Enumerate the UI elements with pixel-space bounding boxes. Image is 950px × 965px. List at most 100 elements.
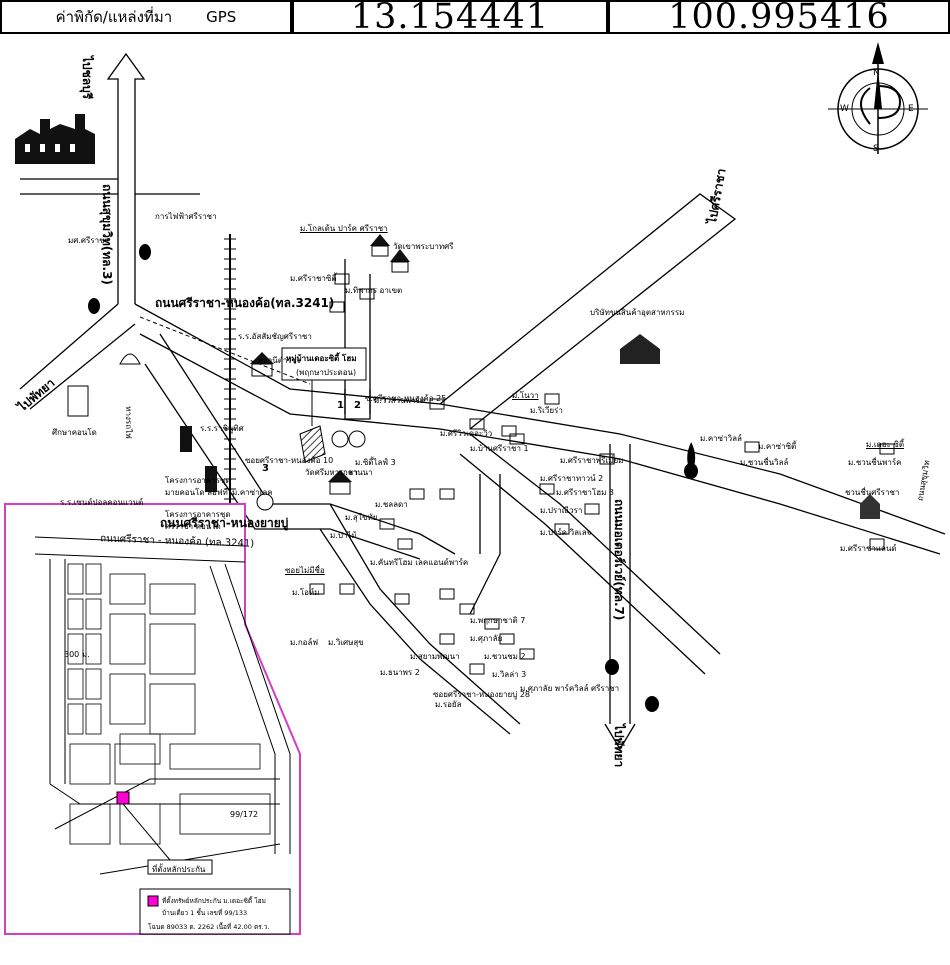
place-pattaya-city: ม.ศุภาลัย พาร์ควิลล์ ศรีราชา — [520, 684, 620, 693]
compass-s: S — [873, 144, 879, 154]
place-meeting: ร.ร.ราชินูทิศ — [200, 424, 244, 433]
to-pattaya-bottom-label: ไปพัทยา — [612, 724, 626, 768]
inner-road-a — [469, 433, 721, 655]
place-royal: ม.รอยัล — [435, 700, 462, 709]
place-golden-park: ม.โกลเด้น ปาร์ค ศรีราชา — [300, 224, 388, 233]
place-srirachaland: ม.ศรีราชาแลนด์ — [840, 544, 897, 553]
inner-road-b — [459, 453, 706, 675]
road-3241-label: ถนนศรีราชา-หนองค้อ(ทล.3241) — [155, 296, 335, 310]
source-label-text: ค่าพิกัด/แหล่งที่มา — [55, 8, 173, 26]
road-nongyai-label: ถนนศรีราชา-หนองยายบู่ — [160, 516, 289, 530]
place-hospital: ร.ร.เซนต์ปอลคอนแวนต์ — [60, 498, 144, 507]
place-riviera: ม.ริเวียร่า — [530, 406, 563, 415]
landmark-dot-icons — [88, 244, 698, 712]
soi-28-a — [329, 503, 521, 725]
to-pattaya-road-b — [29, 323, 136, 410]
gps-label: GPS — [206, 8, 237, 26]
place-market: ศึกษาคอนโด — [52, 428, 97, 437]
compass-e: E — [908, 104, 914, 114]
place-city-station: วัดศรีมหาราชา — [305, 468, 358, 477]
location-map[interactable]: ไปชลบุรี ถนนสุขุมวิท(ทล.3) ไปพัทยา ถนนศร… — [0, 34, 950, 965]
place-golf: ม.กอล์ฟ — [290, 638, 319, 647]
to-chonburi-label: ไปชลบุรี — [80, 56, 94, 100]
inset-map — [4, 503, 301, 935]
arrow-to-pattaya — [604, 723, 636, 751]
landmark-building-icon — [15, 114, 95, 164]
place-viewpark: ม.วิวสวนพาร์ค — [374, 396, 426, 405]
place-psu: มศ.ศรีราชา — [68, 236, 109, 245]
place-sukhothai: ม.สุโขทัย — [345, 513, 378, 522]
road-3241-bottom — [139, 333, 941, 555]
longitude-value: 100.995416 — [608, 0, 950, 37]
marker-1: 1 — [337, 400, 344, 411]
place-condo1b: มายคอนโด ลอฟท์ — [165, 488, 228, 497]
motorway-diagonal — [439, 193, 737, 430]
place-condo2b: ศรีราชา คอนโด — [165, 522, 221, 531]
place-forest: ม.ป่าไม้ — [330, 531, 357, 540]
place-company: บริษัทขนสินค้าอุตสาหกรรม — [590, 308, 685, 317]
place-sathorn: ม.ศรีราชาโฮม 3 — [556, 488, 614, 497]
inset-site: ที่ตั้งหลักประกัน — [152, 865, 206, 874]
inset-legend-line2: บ้านเดี่ยว 1 ชั้น เลขที่ 99/133 — [162, 909, 248, 917]
place-lakelet: ม.คาซ่าเลค — [232, 488, 273, 497]
compass-w: W — [840, 104, 849, 114]
compass-n: N — [873, 68, 880, 78]
latitude-value: 13.154441 — [292, 0, 608, 37]
place-srirachacity: ม.ศรีราชาซิตี้ — [290, 274, 337, 283]
place-chonlada: ม.ชลลดา — [375, 500, 408, 509]
roads-lines — [19, 52, 946, 751]
marker-3: 3 — [262, 463, 269, 474]
place-siam: ม.สยามพัฒนา — [410, 652, 460, 661]
place-project: หมู่บ้านเดอะซิตี้ โฮม — [286, 354, 357, 363]
place-kanchana2: ม.ธนาพร 2 — [380, 668, 420, 677]
inset-lot: 99/172 — [230, 810, 259, 819]
place-parkvillage: ม.ปาร์ค วิลเลจ — [540, 528, 592, 537]
inset-legend-line3: โฉนด 89033 ต. 2262 เนื้อที่ 42.00 ตร.ว. — [148, 923, 270, 931]
road-network — [4, 42, 946, 935]
soi-baan-label: ซอยไม่มีชื่อ — [285, 566, 325, 575]
warehouse-icon — [620, 334, 660, 364]
place-chuenri: ชวนชื่นศรีราชา — [845, 488, 900, 497]
place-pruksa7: ม.พฤกษาชาติ 7 — [470, 616, 526, 625]
railway-ties — [224, 238, 236, 530]
road-nongyai-b — [144, 363, 421, 560]
number-markers — [256, 430, 366, 511]
place-police: สถานีตำรวจ — [258, 356, 301, 365]
soi-28-b — [319, 528, 511, 735]
place-chuan2: ม.ชวนชม 2 — [484, 652, 526, 661]
project-callout — [281, 347, 367, 426]
project-site-marker — [299, 425, 326, 463]
place-condo1: โครงการอาคารชุด — [165, 476, 231, 485]
place-thecity: ม.เดอะ ซิตี้ — [866, 440, 905, 449]
temple-icons — [250, 234, 410, 495]
route-arrow — [139, 316, 311, 385]
place-lanna: ม.ลานนา — [340, 468, 373, 477]
place-tipakorn: ม.ทิพากร อาเขต — [345, 286, 403, 295]
inner-road-c — [469, 474, 501, 615]
coordinate-source-label: ค่าพิกัด/แหล่งที่มา GPS — [0, 0, 292, 34]
place-countryhome: ม.คันทรีโฮม เลคแอนด์พาร์ค — [370, 558, 469, 567]
place-condo2: โครงการอาคารชุด — [165, 510, 231, 519]
place-pranee: ม.ปราณีวรา — [540, 506, 583, 515]
coordinate-header: ค่าพิกัด/แหล่งที่มา GPS 13.154441 100.99… — [0, 0, 950, 37]
soi-loop — [344, 389, 371, 420]
marker-2: 2 — [354, 400, 361, 411]
place-school: ร.ร.อัสสัมชัญศรีราชา — [238, 332, 312, 341]
soi-28-label: ซอยศรีราชา-หนองยายบู่ 28 — [433, 690, 531, 699]
place-supalai: ม.ศุภาลัย — [470, 634, 503, 643]
soi-10-label: ซอยศรีราชา-หนองค้อ 10 — [245, 456, 334, 465]
inset-legend-title: ที่ตั้งทรัพย์หลักประกัน ม.เดอะซิตี้ โฮม — [162, 897, 266, 905]
shell-station-icon — [119, 353, 141, 365]
place-baan1: ม.บ้านศรีราชา 1 — [470, 444, 529, 453]
place-wiang: ม.วิเศษสุข — [328, 638, 364, 647]
place-ohm: ม.โอห์ม — [292, 588, 320, 597]
to-pattaya-road-a — [19, 303, 119, 390]
place-sriracha2: ม.ศรีราชาทาวน์ 2 — [540, 474, 604, 483]
arrow-to-chonburi — [106, 52, 146, 134]
soi-25-label: ซ.ศรีราชา-หนองค้อ 25 — [365, 394, 447, 403]
place-chuenjit: ม.ชวนชื่นวิลล์ — [740, 458, 789, 467]
place-temple: วัดเขาพระบาทศรี — [393, 242, 454, 251]
place-keta2: ม.คาซ่าซิตี้ — [758, 442, 797, 451]
place-project-sub: (พฤกษาประดอน) — [296, 368, 357, 377]
place-power: การไฟฟ้าศรีราชา — [155, 212, 217, 221]
